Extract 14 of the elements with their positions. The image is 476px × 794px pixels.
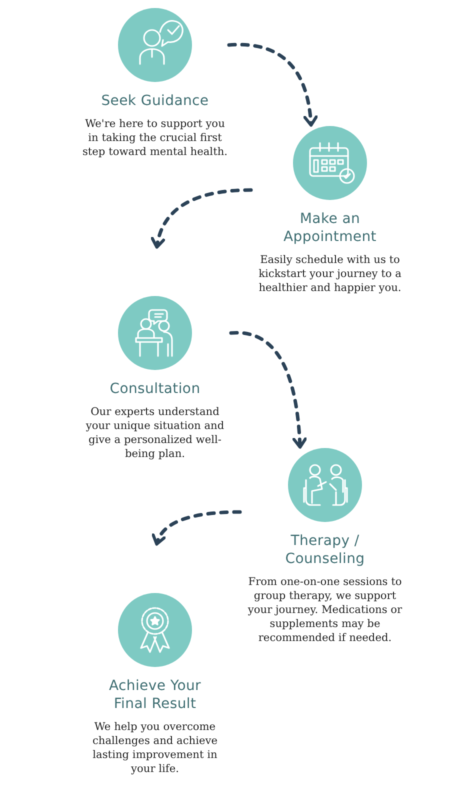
step-description: Easily schedule with us to kickstart your journey to a healthier and happier you. — [258, 253, 402, 295]
step-heading: Make an Appointment — [282, 210, 378, 246]
dashed-arrow — [152, 510, 242, 546]
step-description: Our experts understand your unique situation and give a personalized well-being plan. — [84, 405, 226, 461]
step-description: We help you overcome challenges and achieve lasting improvement in your life. — [91, 720, 219, 776]
dashed-arrow — [151, 188, 253, 249]
step-heading: Seek Guidance — [101, 92, 209, 110]
dashed-arrow — [229, 331, 307, 449]
step-heading: Consultation — [110, 380, 200, 398]
step-description: We're here to support you in taking the crucial first step toward mental health. — [81, 117, 229, 159]
step-heading: Achieve Your Final Result — [108, 677, 202, 713]
step-heading: Therapy / Counseling — [284, 532, 366, 568]
step-description: From one-on-one sessions to group therapy, we support your journey. Medications or supplements may be recommended if needed. — [246, 575, 404, 645]
dashed-arrow — [227, 42, 318, 127]
